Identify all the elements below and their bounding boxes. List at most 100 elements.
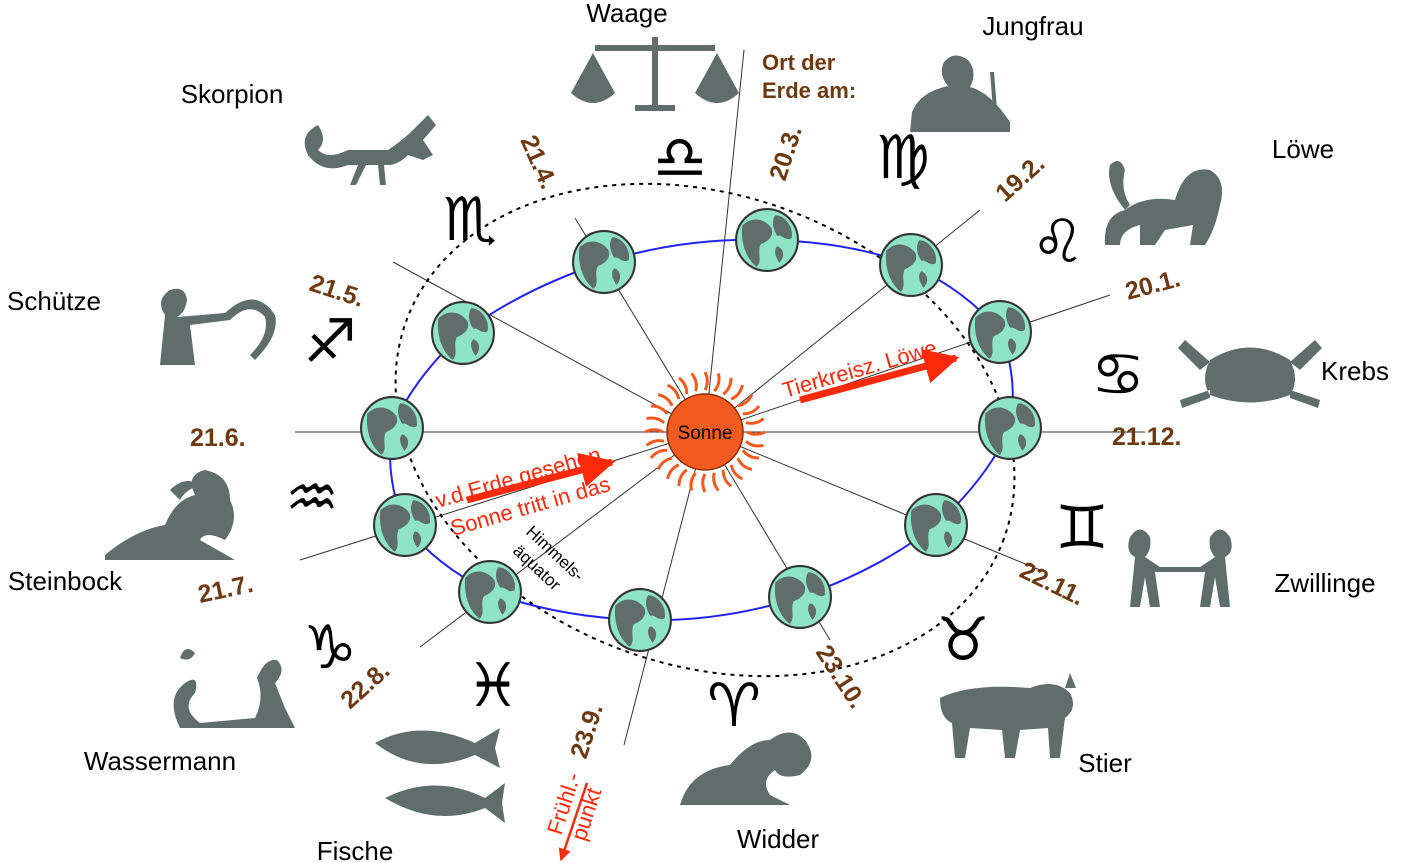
bull-figure xyxy=(940,673,1076,758)
date-label-10: 21.6. xyxy=(190,424,246,452)
earth-globe xyxy=(608,588,672,652)
zodiac-symbols: ♎ ♍ ♌♋ ♊ ♉ ♈ ♓ ♒ ♑ ♐ ♏ xyxy=(285,123,1145,741)
earth-globe xyxy=(431,301,495,365)
virgin-figure xyxy=(910,55,1010,132)
archer-figure xyxy=(160,288,276,365)
earth-globe xyxy=(879,233,943,297)
lion-figure xyxy=(1104,161,1223,245)
zodiac-name-6: Stier xyxy=(1078,748,1132,778)
sun-enters-arrow xyxy=(466,453,616,504)
radial-line xyxy=(299,431,706,561)
earth-globe xyxy=(978,396,1042,460)
zodiac-figures xyxy=(105,37,1322,823)
zodiac-name-4: Krebs xyxy=(1321,356,1389,386)
sun-flame xyxy=(690,372,698,392)
sun-flame xyxy=(730,384,744,401)
twins-figure xyxy=(1128,529,1232,607)
sun-flame xyxy=(736,457,753,471)
sun-flame xyxy=(712,472,720,492)
sun-flame xyxy=(678,376,689,395)
sun-flame xyxy=(689,471,697,491)
zodiac-name-10: Steinbock xyxy=(8,566,123,596)
sun-flame xyxy=(744,440,764,448)
ort-label-1: Ort der xyxy=(762,50,836,75)
zodiac-dates: 20.3.19.2.20.1.21.12.22.11.23.10.23.9.22… xyxy=(190,122,1183,762)
zodiac-symbol-3: ♌ xyxy=(1031,207,1085,277)
zodiac-symbol-5: ♊ xyxy=(1055,493,1109,563)
date-label-3: 20.1. xyxy=(1122,264,1183,305)
zodiac-symbol-7: ♈ xyxy=(707,671,761,741)
date-label-5: 22.11. xyxy=(1015,556,1089,611)
sun-flame xyxy=(701,473,707,493)
sun: Sonne xyxy=(644,371,766,493)
radial-line xyxy=(392,261,706,433)
zodiac-name-12: Skorpion xyxy=(181,79,284,109)
zodiac-name-8: Fische xyxy=(317,836,394,863)
sun-flame xyxy=(656,456,673,471)
goat-figure xyxy=(105,470,235,560)
date-label-7: 23.9. xyxy=(565,700,609,762)
sun-flame xyxy=(729,464,744,481)
sun-flame xyxy=(649,448,668,459)
zodiac-name-7: Widder xyxy=(737,824,820,854)
zodiac-symbol-1: ♎ xyxy=(653,123,707,193)
sun-flame xyxy=(742,405,761,416)
ram-figure xyxy=(680,732,812,805)
celestial-equator xyxy=(394,182,1016,678)
date-label-1: 20.3. xyxy=(764,122,808,184)
earth-globe xyxy=(904,493,968,557)
zodiac-symbol-6: ♉ xyxy=(936,605,990,675)
fruehlingspunkt-arrow xyxy=(558,782,589,862)
zodiac-symbol-2: ♍ xyxy=(876,123,930,193)
earth-globe xyxy=(968,300,1032,364)
zodiac-names: Waage JungfrauLöweKrebsZwillingeStierWidd… xyxy=(7,0,1389,863)
sun-flame xyxy=(713,373,721,393)
date-label-2: 19.2. xyxy=(990,149,1050,207)
sun-flame xyxy=(646,416,666,424)
crab-figure xyxy=(1178,340,1322,408)
sun-flame xyxy=(703,371,709,391)
zodiac-name-3: Löwe xyxy=(1272,134,1334,164)
date-label-12: 21.4. xyxy=(515,131,563,193)
tierkreis-arrow xyxy=(799,349,960,404)
sun-flame xyxy=(721,469,732,488)
sun-flame xyxy=(737,393,754,408)
water-bearer-figure xyxy=(173,649,295,728)
date-label-6: 23.10. xyxy=(810,640,871,714)
earth-globe xyxy=(458,560,522,624)
scorpion-figure xyxy=(304,115,436,185)
scales-figure xyxy=(571,37,739,111)
zodiac-name-9: Wassermann xyxy=(84,746,236,776)
zodiac-name-5: Zwillinge xyxy=(1274,568,1375,598)
earth-globe xyxy=(360,396,424,460)
ort-label-2: Erde am: xyxy=(762,78,856,103)
zodiac-symbol-10: ♑ xyxy=(303,613,357,683)
zodiac-symbol-8: ♓ xyxy=(466,651,520,721)
zodiac-symbol-11: ♐ xyxy=(303,307,357,377)
zodiac-symbol-12: ♏ xyxy=(443,185,497,255)
zodiac-symbol-4: ♋ xyxy=(1091,340,1145,410)
sun-flame xyxy=(650,404,669,415)
zodiac-name-2: Jungfrau xyxy=(982,11,1083,41)
earth-globe xyxy=(572,230,636,294)
sun-flame xyxy=(746,430,766,436)
zodiac-symbol-9: ♒ xyxy=(285,463,339,533)
sun-flame xyxy=(677,468,688,487)
earth-globe xyxy=(735,208,799,272)
sun-flame xyxy=(722,377,733,396)
earth-globe xyxy=(373,493,437,557)
zodiac-name-11: Schütze xyxy=(7,286,101,316)
zodiac-name-1: Waage xyxy=(586,0,667,28)
earth-globe xyxy=(768,565,832,629)
date-label-4: 21.12. xyxy=(1112,423,1182,451)
sun-flame xyxy=(745,417,765,425)
sun-flame xyxy=(666,383,681,400)
fish-figure xyxy=(375,728,505,823)
date-label-9: 21.7. xyxy=(195,570,255,609)
radial-line xyxy=(704,431,1041,571)
radial-line xyxy=(704,294,1111,433)
sun-flame xyxy=(741,449,760,460)
sun-flame xyxy=(666,463,680,480)
sun-flame xyxy=(657,393,674,407)
